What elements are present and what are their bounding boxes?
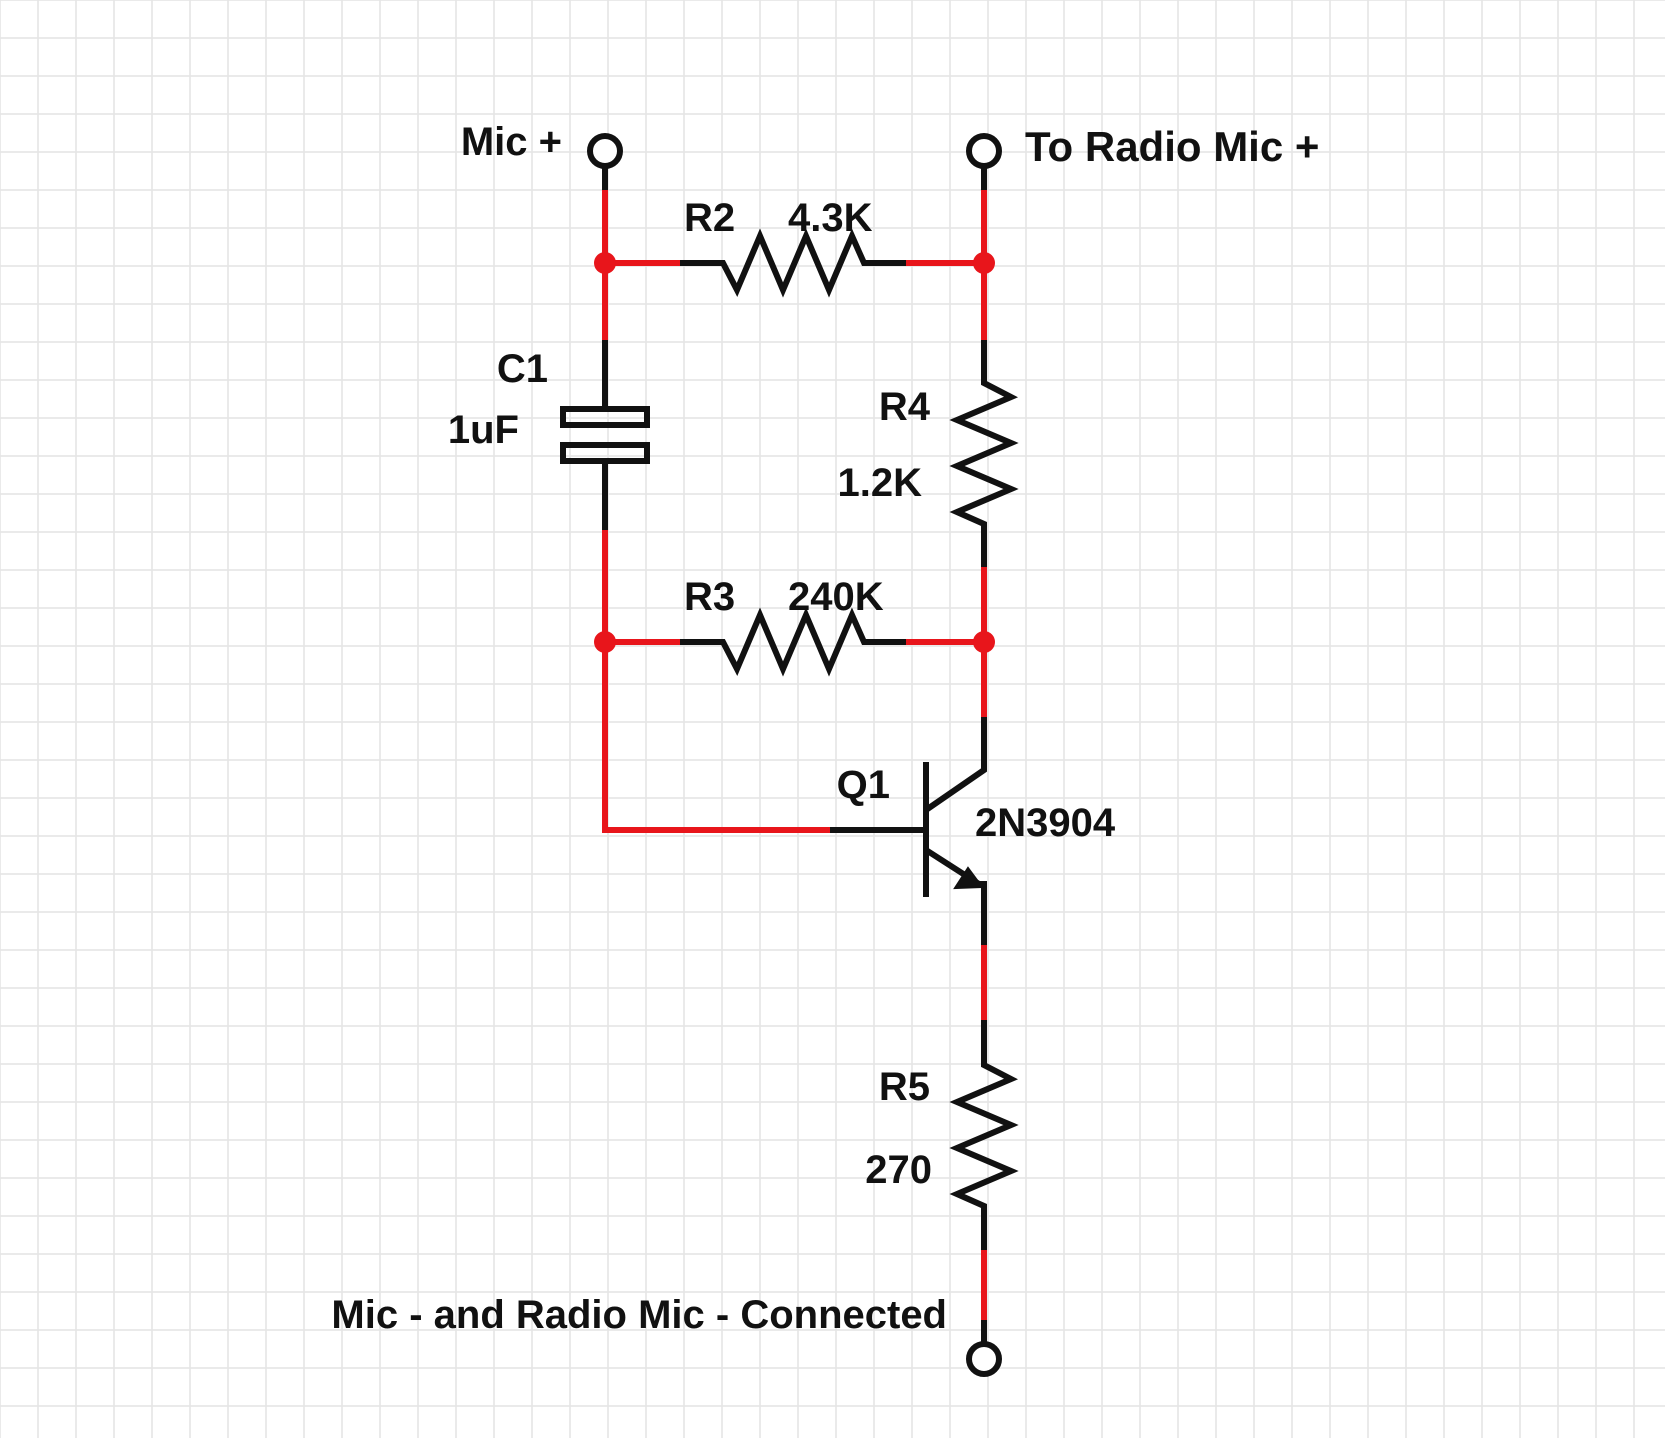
- resistor-r3-symbol: [680, 607, 906, 677]
- capacitor-c1-plate-bottom: [560, 442, 650, 464]
- wires: [602, 187, 987, 1323]
- resistor-r2-symbol: [680, 228, 906, 298]
- terminals: [587, 133, 1002, 1377]
- capacitor-c1-plate-top: [560, 406, 650, 428]
- r3-value-label: 240K: [788, 575, 884, 619]
- r4-ref-label: R4: [879, 385, 931, 429]
- junction-dot: [594, 252, 616, 274]
- r5-value-label: 270: [865, 1148, 932, 1192]
- r2-ref-label: R2: [684, 196, 735, 240]
- resistor-r5-symbol: [949, 1020, 1019, 1250]
- resistor-r4-symbol: [949, 340, 1019, 567]
- q1-ref-label: Q1: [837, 763, 890, 807]
- components: [560, 228, 1019, 1250]
- wire-base: [602, 639, 833, 833]
- transistor-q1-emitter: [924, 847, 987, 945]
- transistor-q1-emitter-arrow: [953, 866, 984, 890]
- junction-dot: [973, 631, 995, 653]
- terminal-label-ground: Mic - and Radio Mic - Connected: [331, 1293, 947, 1337]
- c1-ref-label: C1: [497, 347, 548, 391]
- r4-value-label: 1.2K: [838, 461, 923, 505]
- terminal-ground: [966, 1341, 1002, 1377]
- r3-ref-label: R3: [684, 575, 735, 619]
- terminal-mic-plus: [587, 133, 623, 169]
- r5-ref-label: R5: [879, 1065, 930, 1109]
- terminal-label-radio-mic-plus: To Radio Mic +: [1025, 123, 1319, 170]
- q1-value-label: 2N3904: [975, 801, 1116, 845]
- junctions: [594, 252, 995, 653]
- terminal-radio-mic-plus: [966, 133, 1002, 169]
- junction-dot: [594, 631, 616, 653]
- transistor-q1-collector: [924, 717, 987, 813]
- r2-value-label: 4.3K: [788, 196, 873, 240]
- c1-value-label: 1uF: [448, 408, 519, 452]
- terminal-label-mic-plus: Mic +: [461, 120, 562, 164]
- junction-dot: [973, 252, 995, 274]
